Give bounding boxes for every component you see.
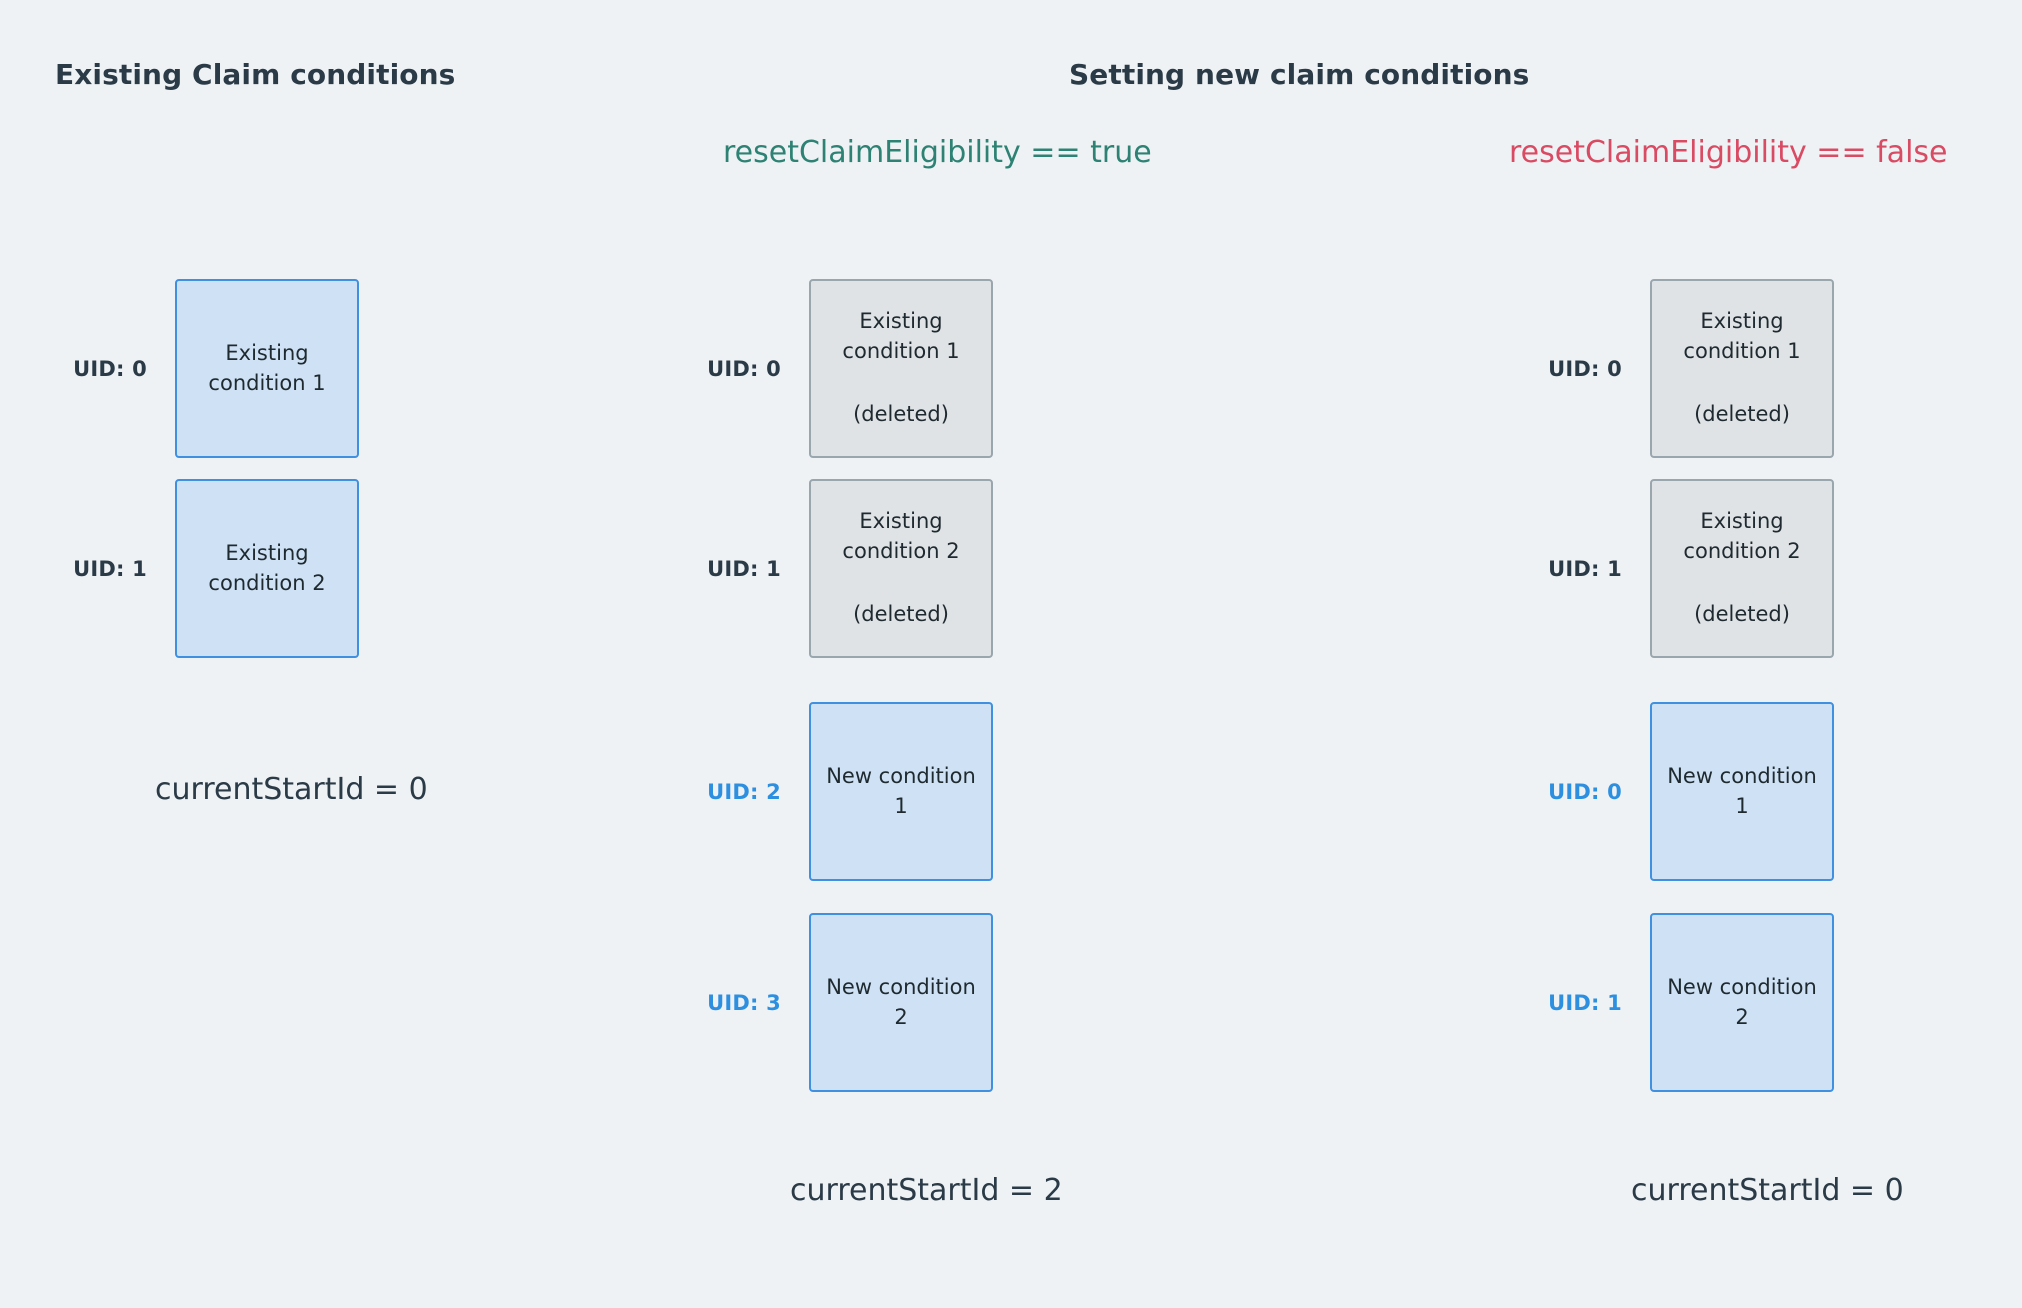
condition-box-main-text: Existing condition 2 (1683, 508, 1801, 563)
condition-box-new-2[interactable]: New condition 2 (809, 913, 993, 1092)
condition-label-reset-true: resetClaimEligibility == true (723, 135, 1152, 170)
condition-row: UID: 3 New condition 2 (679, 911, 993, 1094)
condition-row: UID: 0 New condition 1 (1520, 700, 1834, 883)
condition-box-main-text: Existing condition 2 (208, 540, 326, 595)
condition-row: UID: 1 Existing condition 2 (45, 477, 359, 660)
condition-box-deleted-label: (deleted) (1694, 602, 1790, 627)
uid-label: UID: 1 (707, 556, 781, 581)
condition-row: UID: 2 New condition 1 (679, 700, 993, 883)
uid-label: UID: 2 (707, 779, 781, 804)
condition-box-existing-1[interactable]: Existing condition 1 (175, 279, 359, 458)
condition-box-deleted-label: (deleted) (853, 402, 949, 427)
condition-box-main-text: New condition 1 (826, 763, 976, 818)
condition-box-main-text: New condition 1 (1667, 763, 1817, 818)
condition-box-deleted-label: (deleted) (853, 602, 949, 627)
condition-row: UID: 0 Existing condition 1 (deleted) (1520, 277, 1834, 460)
condition-box-new-1[interactable]: New condition 1 (1650, 702, 1834, 881)
current-start-id-existing: currentStartId = 0 (155, 772, 428, 807)
condition-box-deleted-label: (deleted) (1694, 402, 1790, 427)
uid-label: UID: 0 (1548, 356, 1622, 381)
uid-label: UID: 3 (707, 990, 781, 1015)
current-start-id-reset-false: currentStartId = 0 (1631, 1173, 1904, 1208)
uid-label: UID: 0 (707, 356, 781, 381)
uid-label: UID: 1 (1548, 556, 1622, 581)
condition-row: UID: 1 Existing condition 2 (deleted) (679, 477, 993, 660)
condition-row: UID: 0 Existing condition 1 (deleted) (679, 277, 993, 460)
condition-box-existing-2-deleted[interactable]: Existing condition 2 (deleted) (1650, 479, 1834, 658)
condition-row: UID: 0 Existing condition 1 (45, 277, 359, 460)
condition-label-reset-false: resetClaimEligibility == false (1509, 135, 1948, 170)
uid-label: UID: 0 (1548, 779, 1622, 804)
uid-label: UID: 1 (73, 556, 147, 581)
condition-box-main-text: Existing condition 2 (842, 508, 960, 563)
page-title-setting-new-claim-conditions: Setting new claim conditions (1069, 58, 1530, 91)
uid-label: UID: 1 (1548, 990, 1622, 1015)
condition-box-existing-2[interactable]: Existing condition 2 (175, 479, 359, 658)
condition-row: UID: 1 New condition 2 (1520, 911, 1834, 1094)
uid-label: UID: 0 (73, 356, 147, 381)
condition-box-existing-1-deleted[interactable]: Existing condition 1 (deleted) (1650, 279, 1834, 458)
current-start-id-reset-true: currentStartId = 2 (790, 1173, 1063, 1208)
condition-box-new-2[interactable]: New condition 2 (1650, 913, 1834, 1092)
condition-box-main-text: Existing condition 1 (1683, 308, 1801, 363)
condition-box-main-text: Existing condition 1 (208, 340, 326, 395)
condition-box-main-text: New condition 2 (1667, 974, 1817, 1029)
condition-box-existing-1-deleted[interactable]: Existing condition 1 (deleted) (809, 279, 993, 458)
condition-box-main-text: Existing condition 1 (842, 308, 960, 363)
page-title-existing-claim-conditions: Existing Claim conditions (55, 58, 456, 91)
condition-row: UID: 1 Existing condition 2 (deleted) (1520, 477, 1834, 660)
condition-box-existing-2-deleted[interactable]: Existing condition 2 (deleted) (809, 479, 993, 658)
condition-box-main-text: New condition 2 (826, 974, 976, 1029)
condition-box-new-1[interactable]: New condition 1 (809, 702, 993, 881)
